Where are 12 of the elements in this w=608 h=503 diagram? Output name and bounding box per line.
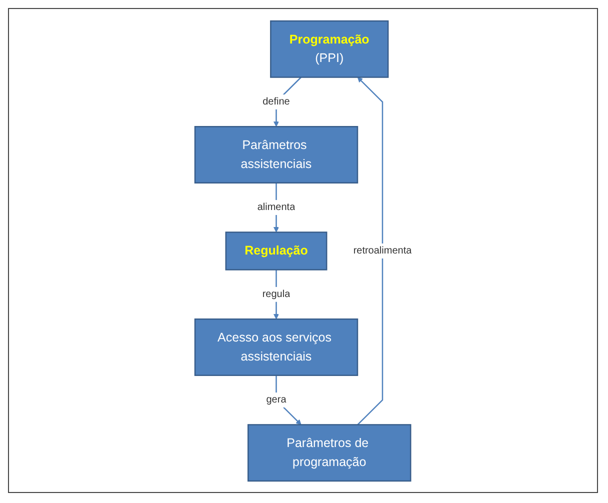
edge-label: alimenta — [257, 201, 295, 212]
node-box: Regulação — [224, 231, 327, 270]
edge-label: define — [262, 96, 290, 106]
node-box: Programação (PPI) — [270, 20, 388, 78]
arrow — [275, 374, 301, 424]
edge-label: gera — [266, 394, 286, 405]
node-box: Acesso aos serviços assistenciais — [194, 318, 358, 376]
edge-label: retroalimenta — [352, 244, 412, 256]
arrow — [356, 76, 383, 425]
node-box: Parâmetros de programação — [247, 424, 411, 482]
edge-label: regula — [262, 288, 290, 299]
node-box: Parâmetros assistenciais — [194, 126, 358, 183]
